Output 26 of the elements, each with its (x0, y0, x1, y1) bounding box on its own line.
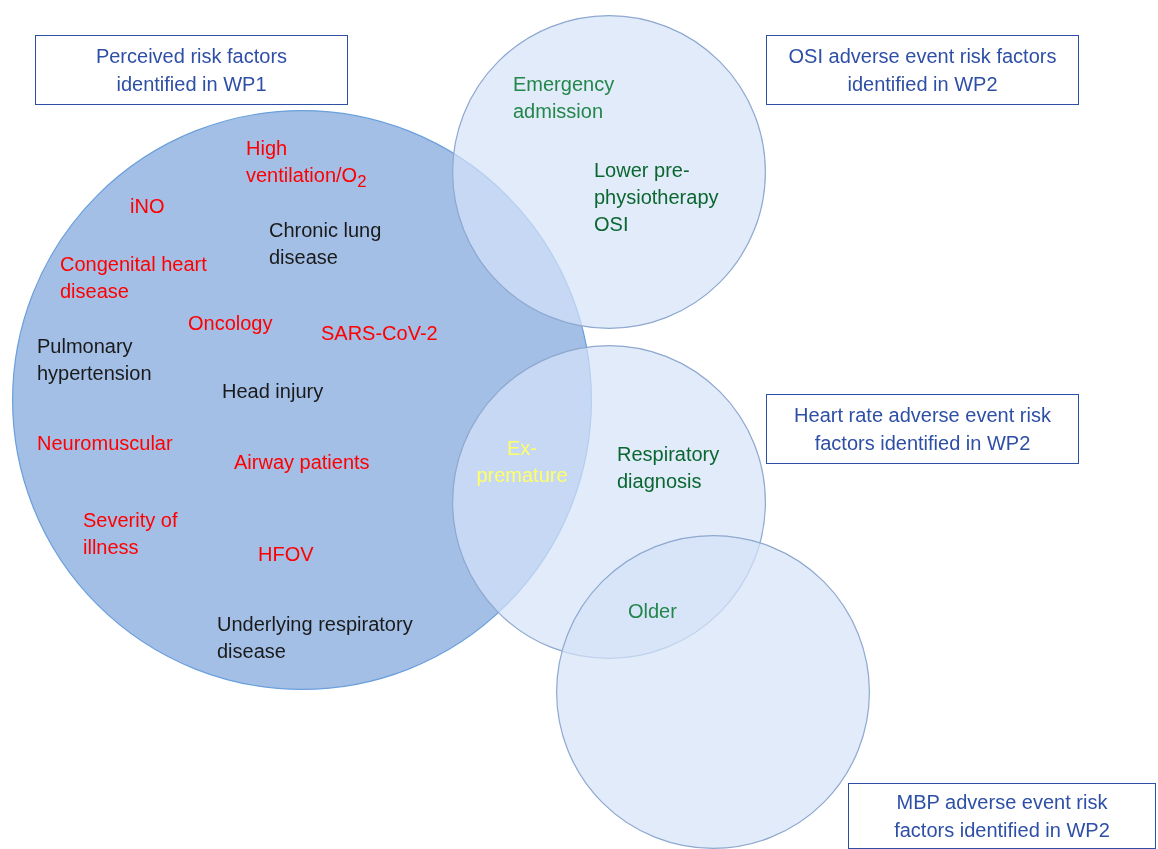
heading-box (848, 783, 1156, 849)
risk-factor-text: Airway patients (234, 450, 370, 475)
risk-factor-text: High ventilation/O$_{2}$ (246, 136, 368, 193)
heading-text: Heart rate adverse event risk factors identified in WP2 (793, 403, 1052, 456)
risk-factor-text: Neuromuscular (37, 431, 173, 456)
heading-text: Perceived risk factors identified in WP1 (94, 44, 289, 97)
risk-factor-text: iNO (130, 194, 165, 219)
heading-text: OSI adverse event risk factors identified in WP2 (787, 44, 1058, 97)
risk-factor-text: Underlying respiratory disease (217, 612, 414, 664)
risk-factor-text: Emergency admission (513, 72, 616, 124)
risk-factor-text: Oncology (188, 311, 273, 336)
risk-factor-text: Severity of illness (83, 508, 179, 560)
heading-text: MBP adverse event risk factors identified in WP2 (893, 790, 1111, 843)
risk-factor-text: HFOV (258, 542, 314, 567)
risk-factor-text: Chronic lung disease (269, 218, 383, 270)
risk-factor-text: Congenital heart disease (60, 252, 208, 304)
heading-box (766, 394, 1079, 464)
risk-factor-text: Pulmonary hypertension (37, 334, 153, 386)
risk-factor-text: Head injury (222, 379, 324, 404)
risk-factor-text: Respiratory diagnosis (617, 442, 721, 494)
risk-factor-text: Older (628, 599, 677, 624)
risk-factor-text: Lower pre-physiotherapy OSI (594, 158, 720, 237)
risk-factor-text: Ex-premature (475, 436, 569, 488)
heading-box (35, 35, 348, 105)
risk-factor-text: SARS-CoV-2 (321, 321, 438, 346)
heading-box (766, 35, 1079, 105)
